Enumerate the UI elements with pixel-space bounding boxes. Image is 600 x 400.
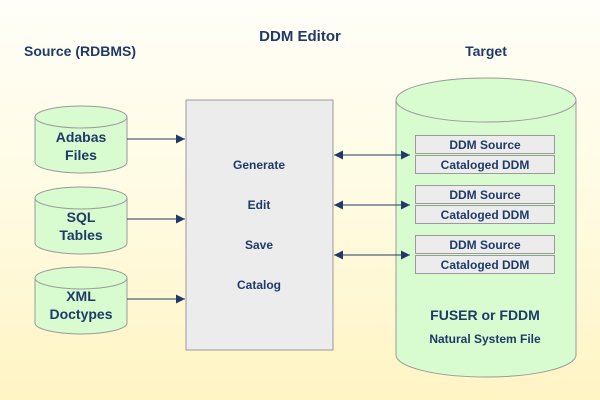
source-label-line: Doctypes	[49, 306, 113, 322]
source-label-line: Tables	[59, 227, 103, 243]
source-header: Source (RDBMS)	[23, 43, 137, 59]
source-label-xml: XML Doctypes	[49, 287, 112, 323]
ddm-source-cell: DDM Source	[415, 185, 555, 204]
source-cylinder-sql	[34, 186, 128, 255]
source-label-line: Files	[65, 147, 97, 163]
operation-save: Save	[244, 238, 274, 252]
source-cylinder-xml	[34, 266, 128, 335]
source-cylinder-adabas	[34, 105, 128, 174]
cataloged-ddm-cell: Cataloged DDM	[415, 205, 555, 224]
source-label-line: XML	[66, 288, 96, 304]
operation-generate: Generate	[232, 158, 286, 172]
ddm-source-cell: DDM Source	[415, 235, 555, 254]
diagram-title: DDM Editor	[259, 28, 341, 45]
target-header: Target	[465, 43, 507, 59]
cataloged-ddm-cell: Cataloged DDM	[415, 255, 555, 274]
source-label-adabas: Adabas Files	[56, 128, 107, 164]
source-label-sql: SQL Tables	[59, 208, 102, 244]
source-label-line: Adabas	[55, 129, 107, 145]
ddm-source-cell: DDM Source	[415, 135, 555, 154]
target-file-type: Natural System File	[429, 332, 541, 346]
operation-catalog: Catalog	[236, 278, 282, 292]
operation-edit: Edit	[247, 198, 271, 212]
cataloged-ddm-cell: Cataloged DDM	[415, 155, 555, 174]
editor-box	[185, 99, 334, 351]
target-file-name: FUSER or FDDM	[430, 307, 540, 323]
source-label-line: SQL	[66, 209, 96, 225]
